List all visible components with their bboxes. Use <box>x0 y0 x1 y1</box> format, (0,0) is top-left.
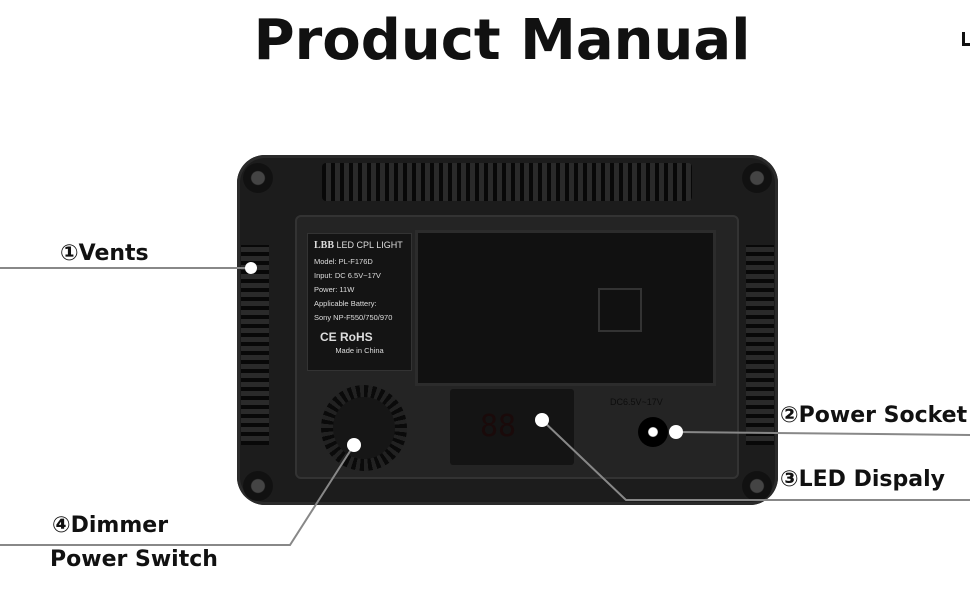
product-name: LED CPL LIGHT <box>336 240 403 250</box>
page-title: Product Manual <box>253 8 751 73</box>
callout-power-socket: ②Power Socket <box>780 403 968 428</box>
dimmer-line <box>0 444 355 546</box>
vents-dot <box>245 262 257 274</box>
power-socket-line <box>675 431 970 436</box>
dimmer-dot <box>347 438 361 452</box>
right-vents <box>746 245 774 445</box>
screw-icon <box>742 471 772 501</box>
battery-plate <box>415 230 716 386</box>
battery-latch <box>598 288 642 332</box>
callout-power-switch: Power Switch <box>50 547 218 572</box>
socket-label: DC6.5V~17V <box>610 397 663 407</box>
input-text: Input: DC 6.5V~17V <box>314 271 381 280</box>
power-socket <box>638 417 668 447</box>
made-in-text: Made in China <box>335 346 384 355</box>
callout-dimmer: ④Dimmer <box>52 513 169 538</box>
power-socket-dot <box>669 425 683 439</box>
spec-sticker: LBB LED CPL LIGHT Model: PL-F176D Input:… <box>307 233 412 371</box>
screw-icon <box>243 163 273 193</box>
cert-marks: CE RoHS <box>320 330 373 344</box>
led-display-line <box>541 419 970 501</box>
battery-text: Sony NP-F550/750/970 <box>314 313 393 322</box>
brand-logo: LBB <box>314 240 335 251</box>
screw-icon <box>742 163 772 193</box>
top-vents <box>322 163 692 201</box>
battery-label: Applicable Battery: <box>314 299 377 308</box>
led-display: 88 <box>450 389 574 465</box>
dimmer-knob <box>321 385 407 471</box>
callout-led-display: ③LED Dispaly <box>780 467 945 492</box>
led-light-device: LBB LED CPL LIGHT Model: PL-F176D Input:… <box>237 155 778 505</box>
led-display-dot <box>535 413 549 427</box>
model-text: Model: PL-F176D <box>314 257 373 266</box>
left-vents <box>241 245 269 445</box>
callout-vents: ①Vents <box>60 241 149 266</box>
screw-icon <box>243 471 273 501</box>
display-digits: 88 <box>480 409 517 444</box>
power-text: Power: 11W <box>314 285 355 294</box>
edge-mark <box>962 32 970 46</box>
